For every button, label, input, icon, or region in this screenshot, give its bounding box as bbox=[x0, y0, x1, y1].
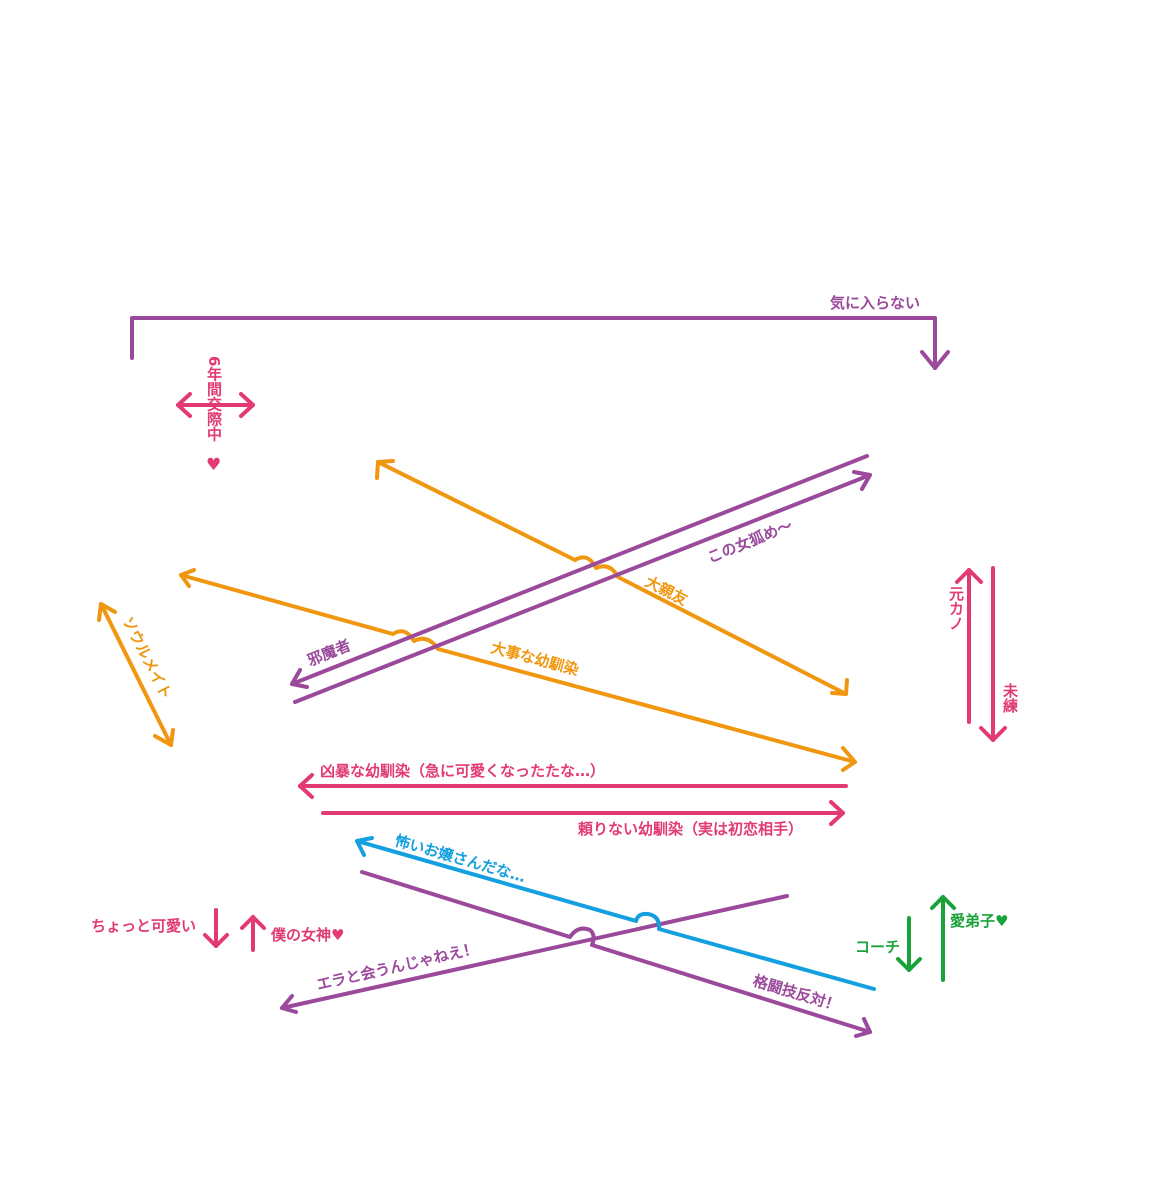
label-ex-girlfriend: 元カノ bbox=[947, 586, 965, 631]
label-unreliable-childhood: 頼りない幼馴染（実は初恋相手） bbox=[577, 820, 803, 838]
dont-hang-out-arrow bbox=[280, 894, 789, 1014]
violent-childhood-arrow bbox=[298, 773, 848, 799]
six-years-arrow bbox=[176, 392, 255, 418]
beloved-pupil-arrow bbox=[930, 895, 956, 982]
ex-girlfriend-arrow bbox=[955, 568, 983, 724]
label-six-years: 6年間交際中 bbox=[205, 356, 223, 443]
label-beloved-pupil: 愛弟子♥ bbox=[950, 912, 1008, 930]
label-important-childhood: 大事な幼馴染 bbox=[489, 638, 582, 679]
dislike-arrow bbox=[130, 316, 950, 370]
unreliable-childhood-arrow bbox=[321, 800, 845, 826]
label-my-goddess: 僕の女神♥ bbox=[270, 926, 344, 944]
best-friend-arrow bbox=[375, 459, 849, 696]
against-martial-arrow bbox=[360, 870, 872, 1038]
label-coach: コーチ bbox=[855, 938, 900, 956]
label-nuisance: 邪魔者 bbox=[304, 636, 353, 670]
kinda-cute-arrow bbox=[203, 908, 229, 948]
important-childhood-arrow bbox=[179, 568, 857, 772]
label-dislike: 気に入らない bbox=[830, 294, 920, 312]
nuisance-arrow bbox=[290, 454, 869, 689]
label-violent-childhood: 凶暴な幼馴染（急に可愛くなったたな…） bbox=[320, 762, 605, 780]
soulmate-arrow bbox=[97, 602, 175, 747]
heart-icon: ♥ bbox=[206, 455, 221, 475]
lingering-arrow bbox=[979, 566, 1007, 742]
label-lingering: 未練 bbox=[1001, 682, 1019, 714]
label-dont-hang-out: エラと会うんじゃねえ！ bbox=[315, 939, 480, 994]
scary-lady-arrow bbox=[355, 836, 876, 991]
this-fox-arrow bbox=[293, 470, 872, 704]
my-goddess-arrow bbox=[240, 915, 266, 952]
label-kinda-cute: ちょっと可愛い bbox=[91, 917, 196, 935]
coach-arrow bbox=[896, 916, 922, 972]
